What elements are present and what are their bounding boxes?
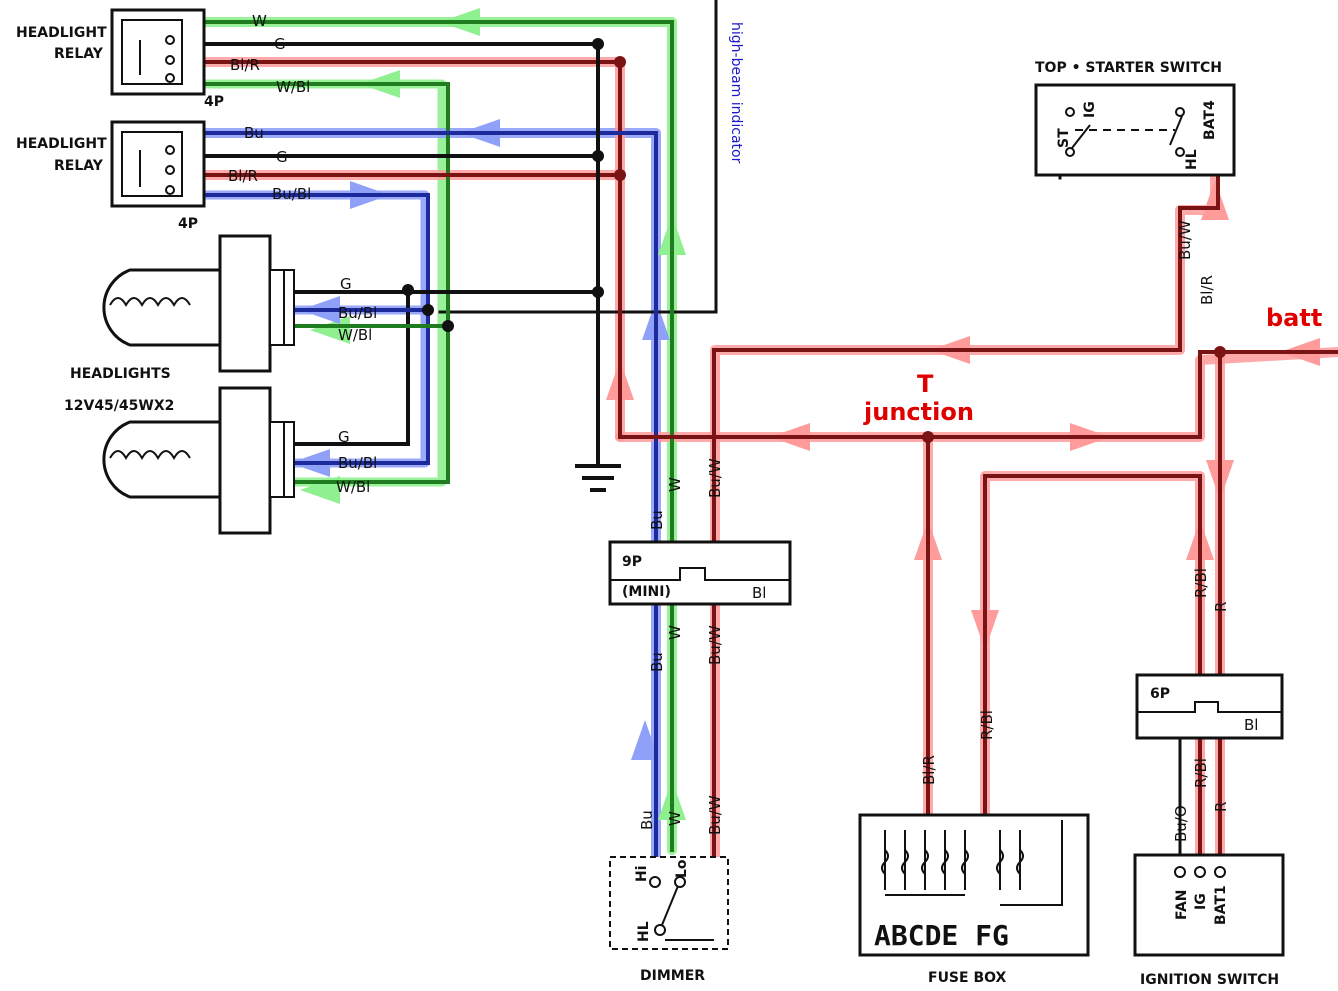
- headlights-title-2: 12V45/45WX2: [64, 398, 174, 414]
- headlight-upper: [102, 234, 295, 373]
- wire-label: Bu/W: [706, 625, 724, 665]
- wire-label: G: [340, 275, 352, 293]
- starter-term-bat: BAT4: [1202, 100, 1218, 140]
- junction-dot: [922, 431, 934, 443]
- wire-label: Bu/W: [706, 458, 724, 498]
- relay2-title-2: RELAY: [54, 158, 104, 174]
- starter-term-ig: IG: [1082, 101, 1098, 118]
- ign-term-ig: IG: [1193, 893, 1209, 910]
- fuse-rbl-wire: [983, 474, 1202, 892]
- wire-label: Bu/W: [706, 795, 724, 835]
- dimmer-switch: Hi Lo HL DIMMER: [609, 856, 729, 984]
- relay1-wbl-wire: [203, 82, 450, 484]
- high-beam-indicator-wire: [438, 0, 718, 314]
- wire-label: W: [252, 12, 267, 30]
- t-junction-label-2: junction: [863, 398, 974, 426]
- wire-label: W/Bl: [336, 478, 370, 496]
- upper-bus-wire: [712, 98, 1220, 439]
- relay1-title-1: HEADLIGHT: [16, 25, 107, 41]
- top-starter-switch: TOP • STARTER SWITCH ST IG HL BAT4: [1034, 60, 1236, 177]
- dimmer-term-hi: Hi: [634, 865, 650, 882]
- junction-dots: [402, 38, 1226, 443]
- headlight-relay-1: HEADLIGHT RELAY 4P: [16, 8, 224, 110]
- connector-6p-color: Bl: [1244, 716, 1258, 734]
- headlights-title-1: HEADLIGHTS: [70, 366, 171, 382]
- wire-label: R/Bl: [1192, 568, 1210, 598]
- wire-labels: W G Bl/R W/Bl Bu G Bl/R Bu/Bl G Bu/Bl W/…: [228, 12, 1230, 842]
- relay2-connector: 4P: [178, 216, 198, 232]
- ground-symbol: [575, 464, 621, 492]
- wire-label: W: [666, 811, 684, 826]
- hl2-g-wire: [283, 288, 410, 446]
- wire-label: Bu: [648, 510, 666, 530]
- connector-9p: 9P (MINI) Bl: [608, 540, 792, 606]
- wire-label: G: [338, 428, 350, 446]
- wire-label: Bl/R: [920, 755, 938, 785]
- wire-label: W: [666, 625, 684, 640]
- relay2-bubl-wire: [203, 193, 430, 465]
- wire-label: Bl/R: [230, 56, 260, 74]
- relay1-title-2: RELAY: [54, 46, 104, 62]
- junction-dot: [402, 284, 414, 296]
- wire-label: Bu/W: [1176, 220, 1194, 260]
- connector-9p-pins: 9P: [622, 554, 642, 570]
- connector-6p: 6P Bl: [1135, 673, 1284, 740]
- junction-dot: [592, 150, 604, 162]
- wire-label: Bu/Bl: [338, 454, 377, 472]
- connector-9p-type: (MINI): [622, 584, 671, 600]
- fuse-box-title: FUSE BOX: [928, 970, 1007, 986]
- wire-label: Bu: [638, 810, 656, 830]
- wire-label: R/Bl: [1192, 758, 1210, 788]
- junction-dot: [592, 286, 604, 298]
- junction-dot: [422, 304, 434, 316]
- ignition-switch-title: IGNITION SWITCH: [1140, 972, 1279, 988]
- fuse-box: ABCDE FG FUSE BOX: [858, 813, 1090, 986]
- batt-label: batt: [1266, 304, 1322, 332]
- ign-term-fan: FAN: [1174, 889, 1190, 920]
- starter-term-hl: HL: [1184, 149, 1200, 170]
- relay2-title-1: HEADLIGHT: [16, 136, 107, 152]
- connector-6p-pins: 6P: [1150, 686, 1170, 702]
- wire-label: Bl/R: [1198, 275, 1216, 305]
- dimmer-term-hl: HL: [636, 921, 652, 942]
- junction-dot: [1214, 346, 1226, 358]
- starter-term-st: ST: [1056, 128, 1072, 148]
- junction-dot: [614, 169, 626, 181]
- wire-label: Bu: [244, 124, 264, 142]
- wire-label: Bu/O: [1172, 805, 1190, 842]
- relay1-connector: 4P: [204, 94, 224, 110]
- wire-label: Bl/R: [228, 167, 258, 185]
- t-junction-label-1: T: [917, 370, 934, 398]
- junction-dot: [592, 38, 604, 50]
- dimmer-title: DIMMER: [640, 968, 705, 984]
- junction-dot: [614, 56, 626, 68]
- wire-label: R: [1212, 602, 1230, 612]
- wire-label: Bu: [648, 652, 666, 672]
- ignition-switch: FAN IG BAT1 IGNITION SWITCH: [1133, 853, 1285, 988]
- wire-label: W: [666, 477, 684, 492]
- wire-label: R: [1212, 802, 1230, 812]
- connector-9p-color: Bl: [752, 584, 766, 602]
- red-highlight-bus: [615, 347, 1338, 442]
- relay2-bu-wire: [203, 131, 658, 882]
- wire-label: R/Bl: [978, 710, 996, 740]
- headlight-lower: [102, 386, 295, 535]
- main-bus-wire: [618, 350, 1338, 439]
- wire-label: W/Bl: [338, 326, 372, 344]
- blue-highlight-path: [200, 128, 661, 885]
- wire-label: W/Bl: [276, 78, 310, 96]
- fuse-row: [881, 820, 1063, 906]
- fuse-letters: ABCDE FG: [874, 919, 1009, 952]
- starter-switch-title: TOP • STARTER SWITCH: [1035, 60, 1222, 76]
- ign-term-bat: BAT1: [1213, 885, 1229, 925]
- wire-label: Bu/Bl: [338, 304, 377, 322]
- high-beam-indicator-label: high-beam indicator: [728, 22, 744, 164]
- wire-label: G: [276, 148, 288, 166]
- wire-label: G: [274, 35, 286, 53]
- junction-dot: [442, 320, 454, 332]
- wire-label: Bu/Bl: [272, 185, 311, 203]
- headlight-relay-2: HEADLIGHT RELAY 4P: [16, 120, 206, 232]
- dimmer-term-lo: Lo: [674, 859, 690, 878]
